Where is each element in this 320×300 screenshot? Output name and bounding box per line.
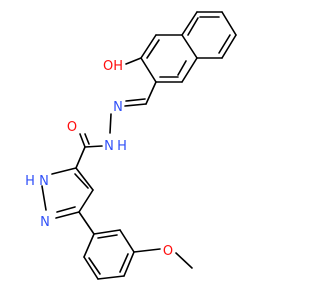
- bond: [125, 57, 142, 65]
- bond: [123, 251, 135, 277]
- bond: [181, 11, 198, 36]
- pyrazole-nitrogen-label: N: [40, 215, 50, 230]
- bond-double: [187, 17, 199, 36]
- bond: [51, 167, 77, 175]
- bond: [221, 34, 237, 59]
- molecule-canvas: OH N N H O H N N O: [25, 11, 237, 280]
- bond-double: [119, 253, 129, 273]
- bond-double: [74, 173, 89, 189]
- bond-lines: [41, 11, 237, 280]
- hydrazide-hydrogen-label: H: [117, 139, 127, 154]
- bond: [55, 211, 80, 219]
- bond: [97, 275, 125, 280]
- bond: [41, 185, 47, 211]
- bond: [133, 248, 161, 253]
- bond: [109, 113, 112, 134]
- bond: [181, 34, 198, 59]
- bond: [221, 11, 237, 36]
- atom-labels: OH N N H O H N N O: [25, 59, 173, 259]
- bond-double: [177, 60, 187, 76]
- bond: [78, 189, 94, 213]
- bond: [181, 57, 198, 83]
- hydrazide-nitrogen-label: N: [104, 139, 114, 154]
- bond: [93, 229, 121, 235]
- bond-double: [88, 257, 101, 275]
- bond-double: [146, 39, 160, 59]
- molecule-structure: OH N N H O H N N O: [25, 11, 237, 280]
- bond: [145, 81, 157, 105]
- bond: [78, 211, 95, 235]
- pyrazole-nh-hydrogen-label: H: [25, 174, 35, 189]
- bond: [83, 233, 95, 258]
- hydroxyl-label: OH: [103, 59, 123, 74]
- bond: [83, 256, 99, 280]
- bond: [140, 57, 157, 83]
- bond: [175, 252, 193, 269]
- imine-nitrogen-label: N: [113, 100, 123, 115]
- bond: [79, 133, 86, 148]
- bond-double: [97, 234, 118, 239]
- carbonyl-oxygen-label: O: [67, 120, 77, 135]
- bond-double: [125, 98, 146, 102]
- bond: [84, 145, 103, 148]
- bond: [140, 34, 157, 59]
- bond-double: [56, 206, 76, 213]
- pyrazole-nh-nitrogen-label: N: [39, 174, 49, 189]
- bond-double: [218, 34, 231, 54]
- bond-double: [84, 133, 90, 145]
- bond: [124, 103, 147, 107]
- methoxy-oxygen-label: O: [163, 244, 173, 259]
- bond: [75, 167, 94, 191]
- bond: [75, 146, 86, 169]
- bond: [119, 229, 135, 253]
